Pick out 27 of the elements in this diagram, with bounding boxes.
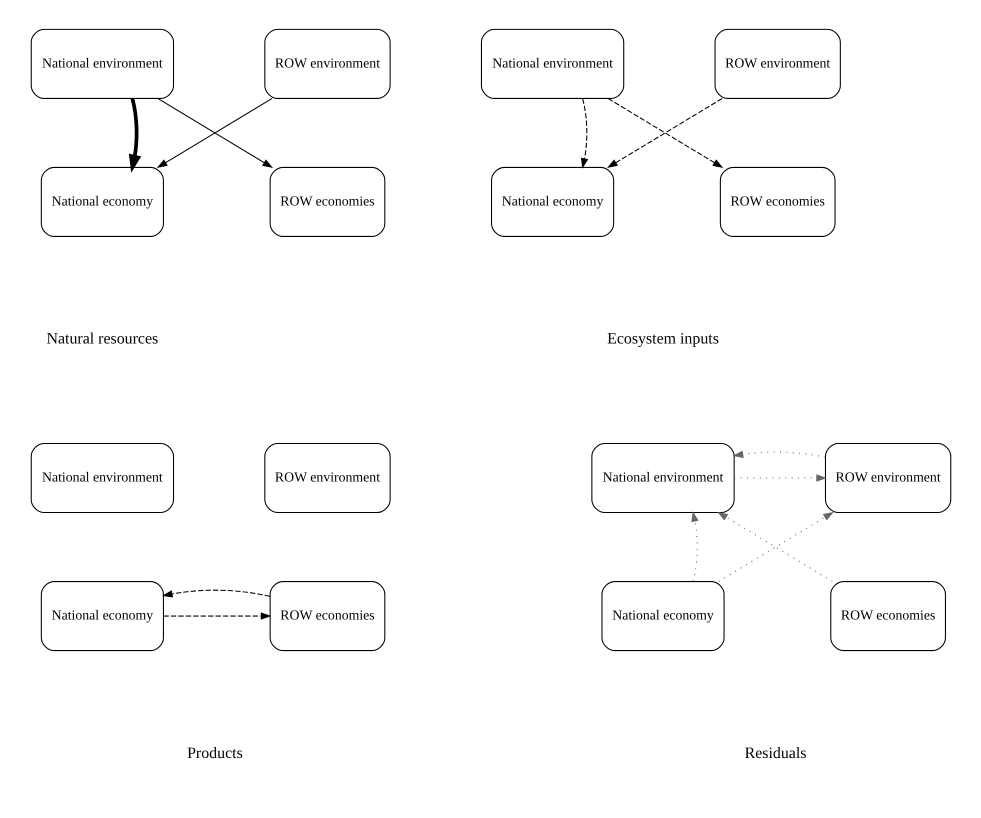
node-box: National economy bbox=[40, 581, 164, 652]
node-box: ROW environment bbox=[824, 442, 951, 514]
node-box: ROW economies bbox=[269, 581, 385, 652]
node-box: ROW environment bbox=[264, 442, 390, 514]
node-box: ROW economies bbox=[719, 166, 836, 237]
node-box: National environment bbox=[30, 442, 174, 514]
arrow bbox=[690, 511, 698, 582]
arrow bbox=[128, 98, 141, 173]
node-box: National economy bbox=[600, 581, 724, 652]
label: Residuals bbox=[744, 744, 806, 762]
label: Ecosystem inputs bbox=[606, 330, 718, 348]
node-box: ROW environment bbox=[264, 28, 390, 99]
node-box: National environment bbox=[30, 28, 174, 99]
node-box: ROW economies bbox=[269, 166, 385, 237]
arrow bbox=[162, 612, 271, 620]
label: Products bbox=[186, 744, 242, 762]
arrow bbox=[161, 590, 270, 598]
node-box: ROW environment bbox=[714, 28, 840, 99]
arrow bbox=[732, 450, 825, 458]
node-box: National environment bbox=[590, 442, 734, 514]
node-box: National economy bbox=[40, 166, 164, 237]
node-box: ROW economies bbox=[830, 581, 946, 652]
node-box: National environment bbox=[480, 28, 624, 99]
node-box: National economy bbox=[490, 166, 614, 237]
label: Natural resources bbox=[46, 330, 158, 348]
arrow bbox=[734, 474, 826, 482]
arrow bbox=[580, 98, 588, 169]
